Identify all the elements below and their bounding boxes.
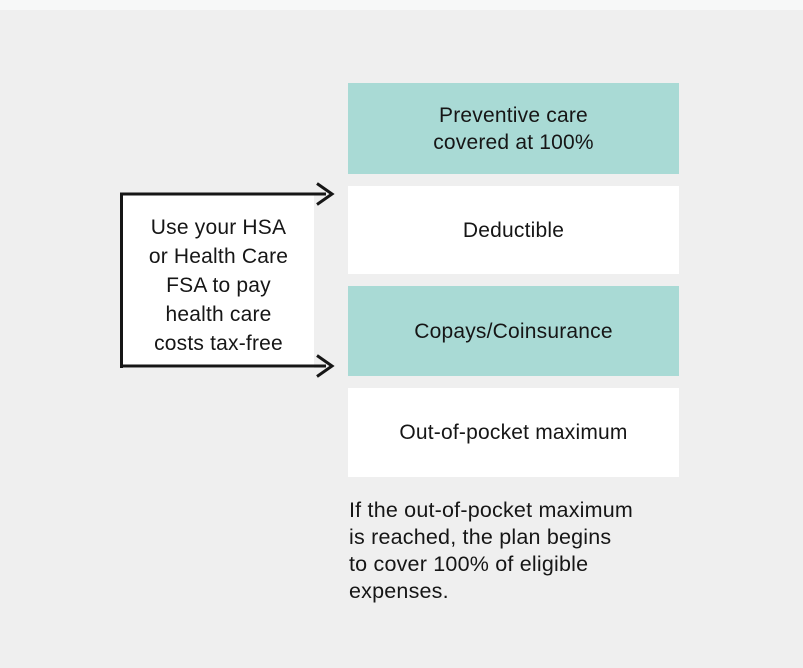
plan-cost-stack: Preventive care covered at 100% Deductib… xyxy=(348,83,679,477)
stage-box-preventive-care-label: Preventive care covered at 100% xyxy=(433,103,594,154)
right-arrow-bottom-icon xyxy=(120,354,335,378)
out-of-pocket-footnote: If the out-of-pocket maximum is reached,… xyxy=(349,498,634,603)
stage-box-deductible-label: Deductible xyxy=(462,218,565,242)
stage-box-copays-coinsurance-label: Copays/Coinsurance xyxy=(414,319,613,343)
top-strip xyxy=(0,0,803,10)
stage-box-preventive-care: Preventive care covered at 100% xyxy=(348,83,679,174)
right-arrow-top-icon xyxy=(120,182,335,206)
stage-box-deductible: Deductible xyxy=(348,186,679,274)
stage-box-out-of-pocket-maximum: Out-of-pocket maximum xyxy=(348,388,679,477)
hsa-callout-text: Use your HSA or Health Care FSA to pay h… xyxy=(148,215,289,355)
stage-box-copays-coinsurance: Copays/Coinsurance xyxy=(348,286,679,376)
hsa-callout-box: Use your HSA or Health Care FSA to pay h… xyxy=(120,194,314,368)
stage-box-out-of-pocket-maximum-label: Out-of-pocket maximum xyxy=(399,421,628,444)
